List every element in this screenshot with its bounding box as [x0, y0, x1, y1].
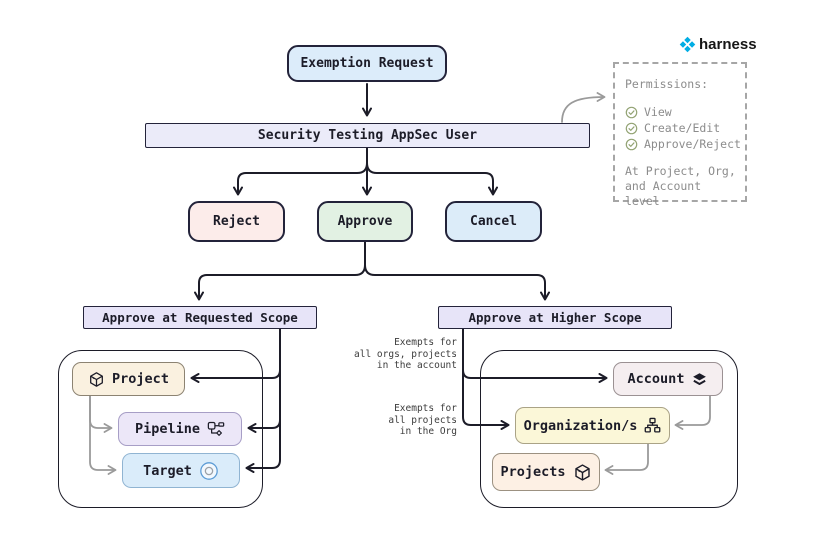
node-exemption-request: Exemption Request [287, 45, 447, 82]
node-label: Target [143, 462, 192, 479]
node-higher-scope: Approve at Higher Scope [438, 306, 672, 329]
harness-logo-icon [679, 36, 696, 53]
node-label: Cancel [470, 214, 517, 229]
node-label: Organization/s [523, 417, 638, 434]
node-label: Account [627, 371, 685, 387]
node-reject: Reject [188, 201, 285, 242]
node-label: Projects [500, 464, 566, 480]
node-label: Reject [213, 214, 260, 229]
note-exempts-account: Exempts for all orgs, projects in the ac… [354, 337, 457, 371]
node-pipeline: Pipeline [118, 412, 242, 446]
cube-icon [88, 371, 105, 388]
node-label: Exemption Request [300, 56, 434, 71]
permissions-panel: Permissions: View Create/Edit [613, 62, 747, 208]
node-project: Project [72, 362, 185, 396]
connector-appsec-to-permissions [561, 92, 606, 123]
cube-icon [573, 463, 592, 482]
node-label: Project [112, 371, 169, 387]
connector-approve-to-higher-scope [364, 241, 550, 301]
connector-appsec-to-cancel [366, 147, 498, 196]
pipeline-icon [207, 421, 225, 437]
node-requested-scope: Approve at Requested Scope [83, 306, 317, 329]
check-circle-icon [625, 122, 638, 135]
check-circle-icon [625, 138, 638, 151]
node-projects: Projects [492, 453, 600, 491]
permissions-title: Permissions: [625, 77, 709, 91]
connector-appsec-to-reject [233, 147, 368, 196]
org-chart-icon [644, 417, 661, 434]
node-label: Approve at Higher Scope [468, 310, 642, 325]
layers-icon [691, 371, 708, 388]
permission-item-view: View [625, 104, 739, 120]
higher-scope-group [480, 350, 738, 508]
permission-item-approve-reject: Approve/Reject [625, 136, 741, 152]
target-icon [199, 461, 219, 481]
harness-wordmark: harness [699, 36, 757, 53]
check-circle-icon [625, 106, 638, 119]
node-organizations: Organization/s [515, 407, 670, 444]
connector-approve-to-requested-scope [194, 241, 366, 301]
node-target: Target [122, 453, 240, 488]
node-appsec-user: Security Testing AppSec User [145, 123, 590, 148]
node-label: Pipeline [134, 421, 201, 437]
node-label: Approve at Requested Scope [102, 310, 298, 325]
permission-item-create-edit: Create/Edit [625, 120, 739, 136]
node-label: Security Testing AppSec User [257, 128, 478, 143]
permissions-scope-note: At Project, Org, and Account level [625, 164, 736, 208]
node-approve: Approve [317, 201, 413, 242]
node-account: Account [613, 362, 723, 396]
note-exempts-org: Exempts for all projects in the Org [388, 403, 457, 437]
node-cancel: Cancel [445, 201, 542, 242]
node-label: Approve [337, 214, 393, 229]
harness-logo: harness [679, 36, 757, 53]
